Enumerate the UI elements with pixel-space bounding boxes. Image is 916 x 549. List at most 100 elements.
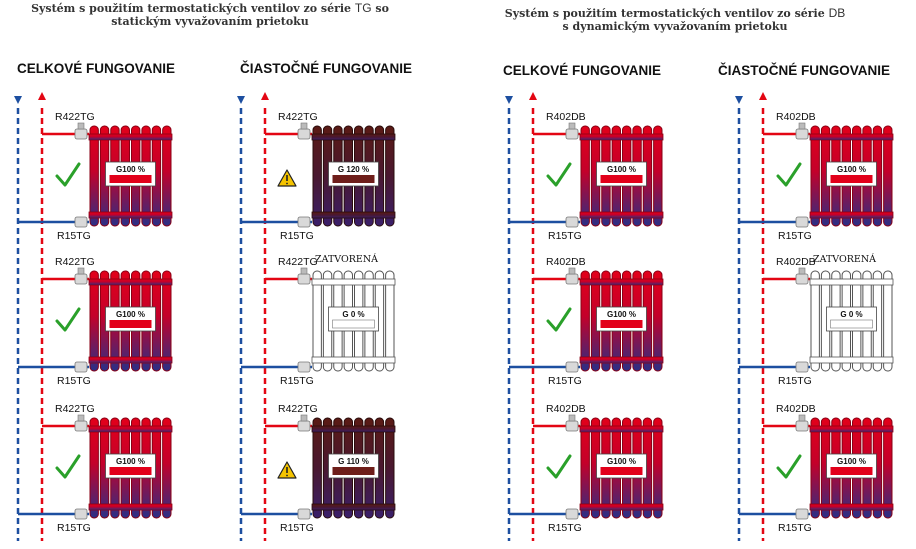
radiator-unit: G100 % R402DB R15TG (739, 111, 894, 242)
lockshield-label: R15TG (548, 375, 582, 387)
radiator-top-header (809, 133, 894, 141)
valve-label: R402DB (776, 403, 816, 415)
arrow-icon (529, 92, 537, 100)
check-icon (55, 307, 81, 332)
radiator-top-header (88, 133, 173, 141)
lockshield-valve-icon (74, 216, 88, 228)
radiator-bottom-header (579, 503, 664, 511)
check-icon (546, 307, 572, 332)
radiator-section (580, 270, 590, 372)
valve-label: R402DB (546, 111, 586, 123)
title-right: Systém s použitím termostatických ventil… (504, 6, 846, 34)
lockshield-label: R15TG (778, 375, 812, 387)
lockshield-valve-icon (795, 216, 809, 228)
check-icon (546, 162, 572, 187)
warning-icon (286, 182, 288, 185)
flow-value: G100 % (116, 165, 145, 174)
valve-head-icon (77, 414, 85, 422)
check-icon (55, 454, 81, 479)
radiator-section (312, 417, 322, 519)
radiator-bottom-header (88, 211, 173, 219)
radiator-unit: G100 % R422TG R15TG (18, 111, 173, 242)
lockshield-label: R15TG (778, 522, 812, 534)
lockshield-valve-icon (297, 361, 311, 373)
radiator-bottom-header (88, 503, 173, 511)
radiator-top-header (809, 278, 894, 286)
flow-value: G 0 % (342, 310, 364, 319)
radiator-section (89, 125, 99, 227)
radiator-section (385, 417, 395, 519)
column-heading-1: CELKOVÉ FUNGOVANIE (17, 61, 176, 76)
radiator-section (580, 125, 590, 227)
thermostatic-valve-icon (565, 128, 579, 140)
thermostatic-valve-icon (795, 420, 809, 432)
lockshield-label: R15TG (57, 375, 91, 387)
radiator-top-header (579, 425, 664, 433)
flow-value: G 120 % (338, 165, 369, 174)
radiator-section (653, 270, 663, 372)
lockshield-valve-icon (297, 508, 311, 520)
flow-bar (109, 320, 152, 328)
arrow-icon (759, 92, 767, 100)
valve-head-icon (568, 414, 576, 422)
column-heading-2: ČIASTOČNÉ FUNGOVANIE (240, 61, 413, 76)
column-heading-3: CELKOVÉ FUNGOVANIE (503, 63, 662, 78)
thermostatic-valve-icon (74, 128, 88, 140)
radiator-section (89, 417, 99, 519)
flow-bar (830, 175, 873, 183)
check-icon (55, 162, 81, 187)
lockshield-label: R15TG (548, 522, 582, 534)
lockshield-valve-icon (297, 216, 311, 228)
lockshield-valve-icon (74, 508, 88, 520)
flow-bar (600, 467, 643, 475)
valve-head-icon (300, 414, 308, 422)
radiator-section (580, 417, 590, 519)
radiator-section (810, 125, 820, 227)
radiator-top-header (311, 133, 396, 141)
warning-icon (286, 474, 288, 477)
flow-bar (109, 175, 152, 183)
valve-head-icon (798, 122, 806, 130)
valve-head-icon (77, 122, 85, 130)
valve-label: R422TG (55, 111, 95, 123)
radiator-top-header (311, 278, 396, 286)
radiator-section (883, 125, 893, 227)
check-icon (546, 454, 572, 479)
radiator-bottom-header (311, 211, 396, 219)
radiator-section (810, 270, 820, 372)
arrow-icon (735, 96, 743, 104)
arrow-icon (237, 96, 245, 104)
flow-bar (332, 175, 375, 183)
flow-value: G 110 % (338, 457, 369, 466)
lockshield-label: R15TG (778, 230, 812, 242)
radiator-top-header (579, 133, 664, 141)
thermostatic-valve-icon (297, 420, 311, 432)
flow-bar (332, 467, 375, 475)
radiator-top-header (579, 278, 664, 286)
radiator-section (653, 417, 663, 519)
lockshield-label: R15TG (548, 230, 582, 242)
thermostatic-valve-icon (565, 420, 579, 432)
lockshield-label: R15TG (57, 230, 91, 242)
valve-label: R402DB (776, 111, 816, 123)
valve-head-icon (300, 267, 308, 275)
radiator-section (312, 125, 322, 227)
flow-value: G100 % (837, 165, 866, 174)
thermostatic-valve-icon (565, 273, 579, 285)
lockshield-label: R15TG (280, 375, 314, 387)
valve-head-icon (77, 267, 85, 275)
radiator-section (883, 270, 893, 372)
radiator-section (312, 270, 322, 372)
lockshield-label: R15TG (57, 522, 91, 534)
radiator-bottom-header (579, 211, 664, 219)
